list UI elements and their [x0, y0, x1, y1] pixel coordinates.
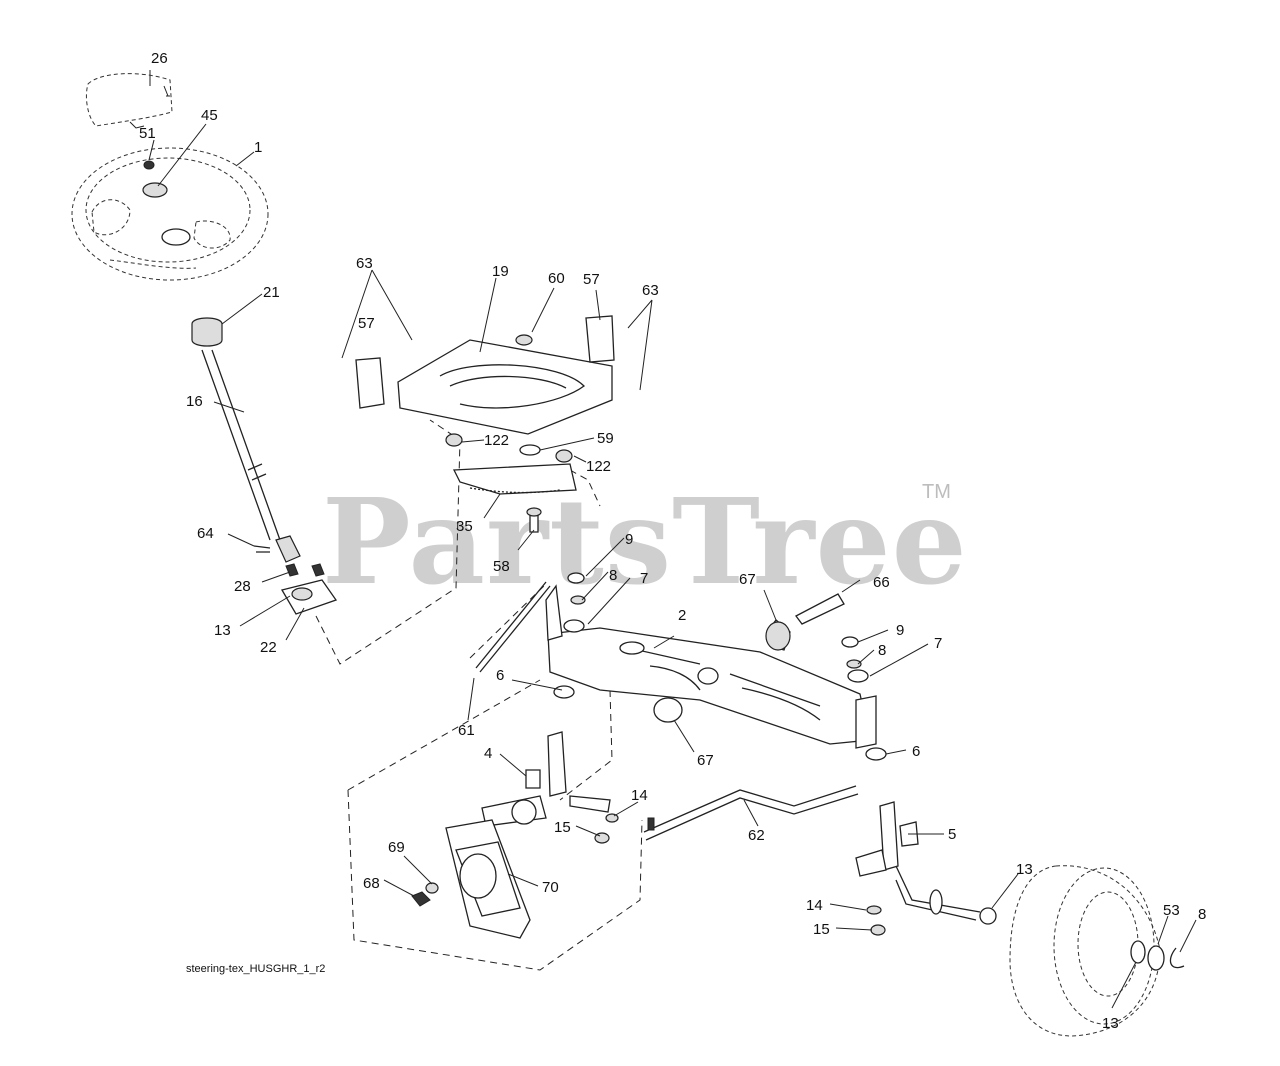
callout-label: 14 — [806, 897, 823, 914]
callout-label: 5 — [948, 826, 956, 843]
callout-label: 13 — [214, 622, 231, 639]
callout-label: 9 — [896, 622, 904, 639]
callout-label: 28 — [234, 578, 251, 595]
callout-label: 63 — [642, 282, 659, 299]
callout-label: 8 — [1198, 906, 1206, 923]
callout-label: 64 — [197, 525, 214, 542]
left-spindle — [481, 731, 619, 844]
callout-label: 7 — [640, 570, 648, 587]
callout-label: 61 — [458, 722, 475, 739]
callout-label: 62 — [748, 827, 765, 844]
callout-label: 67 — [739, 571, 756, 588]
callout-label: 51 — [139, 125, 156, 142]
assembly-dashed-lines — [315, 419, 643, 971]
steering-support-plate — [355, 315, 615, 435]
callout-label: 122 — [484, 432, 509, 449]
callout-label: 67 — [697, 752, 714, 769]
callout-label: 16 — [186, 393, 203, 410]
partstree-watermark: PartsTree TM — [322, 472, 968, 611]
callout-label: 53 — [1163, 902, 1180, 919]
tie-rod — [643, 785, 859, 841]
callout-label: 7 — [934, 635, 942, 652]
callout-label: 15 — [554, 819, 571, 836]
callout-label: 22 — [260, 639, 277, 656]
callout-label: 58 — [493, 558, 510, 575]
steering-gear — [445, 433, 577, 533]
callout-label: 26 — [151, 50, 168, 67]
callout-label: 35 — [456, 518, 473, 535]
callout-label: 60 — [548, 270, 565, 287]
callout-label: 66 — [873, 574, 890, 591]
diagram-caption: steering-tex_HUSGHR_1_r2 — [186, 963, 325, 975]
axle-pivot-parts — [553, 572, 887, 761]
callout-label: 122 — [586, 458, 611, 475]
callout-label: 57 — [358, 315, 375, 332]
callout-label: 69 — [388, 839, 405, 856]
steering-wheel-cap — [85, 73, 173, 129]
leader-lines — [148, 70, 1197, 1009]
callout-label: 9 — [625, 531, 633, 548]
callout-label: 63 — [356, 255, 373, 272]
right-spindle — [855, 801, 997, 936]
callout-label: 15 — [813, 921, 830, 938]
callout-label: 70 — [542, 879, 559, 896]
callout-label: 6 — [912, 743, 920, 760]
callout-label: 13 — [1102, 1015, 1119, 1032]
pivot-bracket — [411, 819, 531, 939]
callout-label: 14 — [631, 787, 648, 804]
steering-wheel — [71, 147, 269, 281]
callout-label: 4 — [484, 745, 492, 762]
callout-label: 13 — [1016, 861, 1033, 878]
front-axle-beam — [545, 584, 877, 749]
drag-link — [475, 581, 551, 673]
watermark-brand: PartsTree — [322, 472, 968, 611]
watermark-trademark: TM — [922, 481, 951, 503]
front-tire — [1009, 865, 1185, 1037]
callout-label: 2 — [678, 607, 686, 624]
callout-label: 59 — [597, 430, 614, 447]
callout-label: 1 — [254, 139, 262, 156]
callout-label: 19 — [492, 263, 509, 280]
callout-labels: 26 51 45 1 21 16 64 28 13 22 63 19 60 57… — [139, 50, 1206, 1032]
callout-label: 45 — [201, 107, 218, 124]
callout-label: 57 — [583, 271, 600, 288]
callout-label: 8 — [878, 642, 886, 659]
steering-shaft — [191, 317, 338, 615]
callout-label: 6 — [496, 667, 504, 684]
callout-label: 21 — [263, 284, 280, 301]
callout-label: 8 — [609, 567, 617, 584]
callout-label: 68 — [363, 875, 380, 892]
